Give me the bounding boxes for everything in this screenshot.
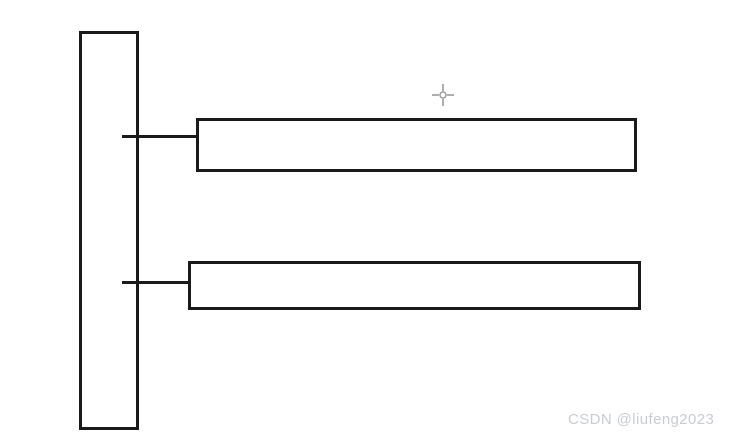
crosshair-cursor (432, 84, 454, 111)
vertical-wall-rectangle[interactable] (79, 31, 139, 430)
lower-horizontal-rectangle[interactable] (188, 261, 641, 310)
upper-horizontal-rectangle[interactable] (196, 118, 637, 172)
csdn-watermark: CSDN @liufeng2023 (568, 411, 715, 428)
upper-connector-line[interactable] (122, 135, 198, 138)
lower-connector-line[interactable] (122, 281, 190, 284)
crosshair-icon (432, 84, 454, 106)
